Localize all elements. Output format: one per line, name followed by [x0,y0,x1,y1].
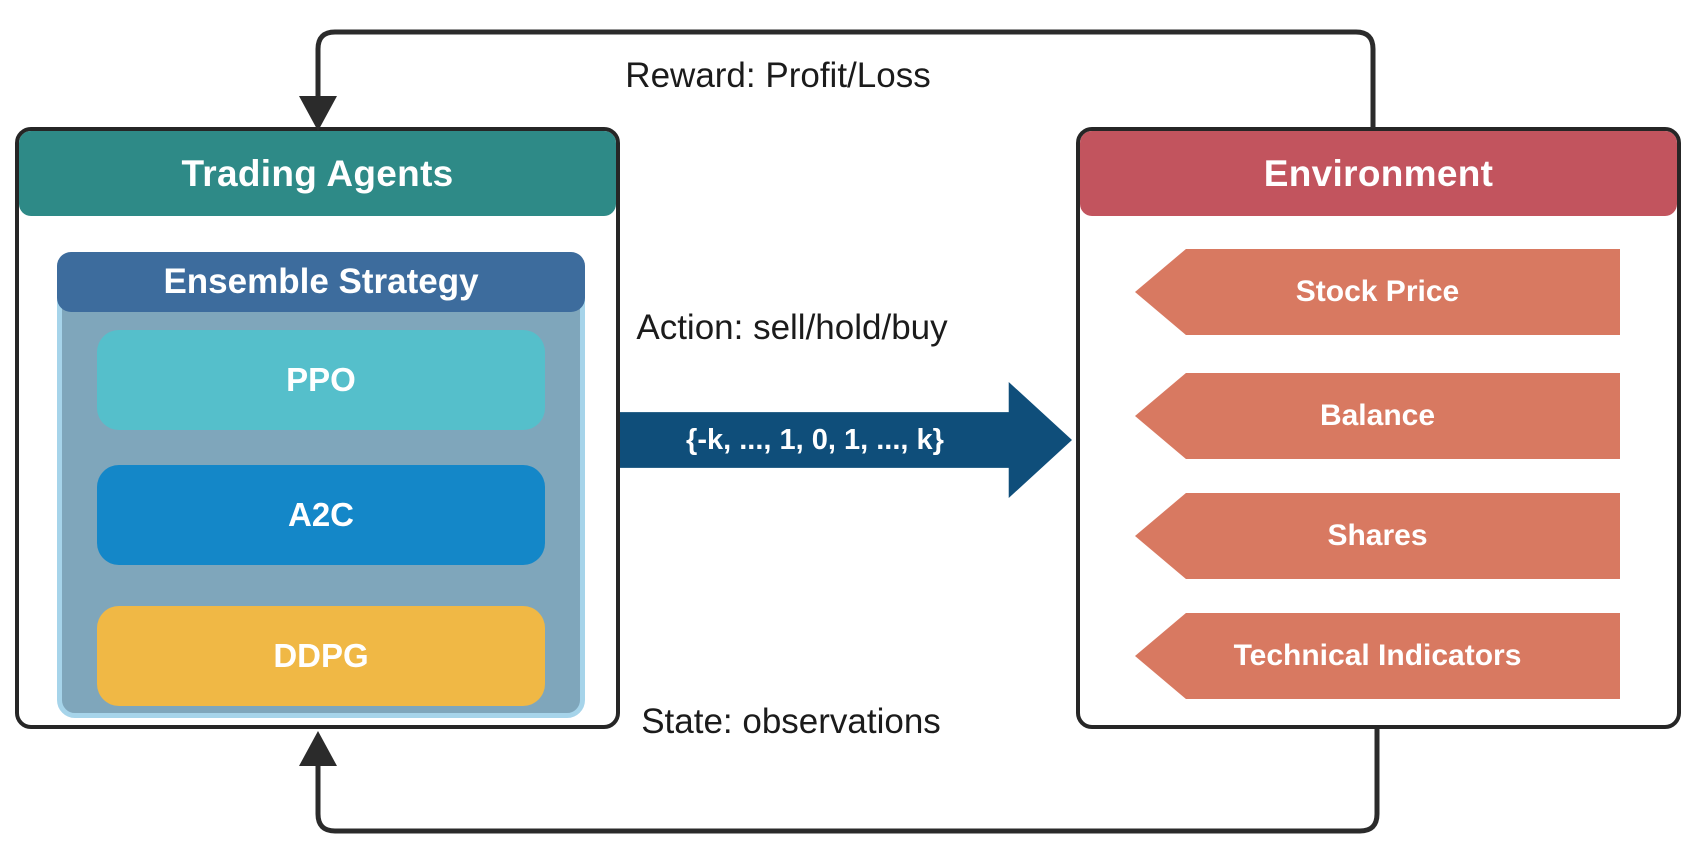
env-item-balance: Balance [1135,373,1620,459]
ensemble-strategy-header: Ensemble Strategy [57,252,585,312]
state-flow-line [315,729,1380,834]
trading-agents-box: Trading Agents Ensemble Strategy PPO A2C… [15,127,620,729]
environment-header: Environment [1080,131,1677,216]
env-item-technical-indicators: Technical Indicators [1135,613,1620,699]
trading-agents-header: Trading Agents [19,131,616,216]
env-item-shares: Shares [1135,493,1620,579]
ensemble-strategy-container: Ensemble Strategy PPO A2C DDPG [57,252,585,718]
reward-label: Reward: Profit/Loss [625,56,931,95]
algorithm-a2c: A2C [97,465,545,565]
env-item-stock-price: Stock Price [1135,249,1620,335]
action-set-label: {-k, ..., 1, 0, 1, ..., k} [686,424,944,456]
reward-arrowhead-icon [299,96,337,131]
environment-box: Environment Stock Price Balance Shares T… [1076,127,1681,729]
action-label: Action: sell/hold/buy [636,308,948,347]
state-label: State: observations [641,702,941,741]
algorithm-ddpg: DDPG [97,606,545,706]
state-arrowhead-icon [299,731,337,766]
algorithm-ppo: PPO [97,330,545,430]
